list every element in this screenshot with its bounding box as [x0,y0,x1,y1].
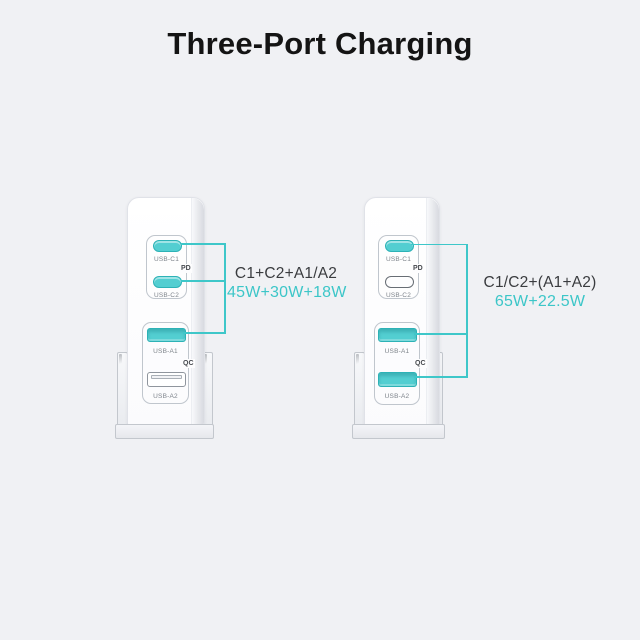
callout-vline [224,243,226,334]
combo-text: C1/C2+(A1+A2) [483,274,597,291]
callout-line-a1 [183,332,225,334]
callout-line-c1 [181,243,225,245]
pd-badge: PD [180,264,192,273]
callout-vline [466,243,468,378]
usb-a2-label: USB-A2 [153,393,178,400]
usb-a2-port [147,372,186,387]
usb-c2-port [385,276,414,288]
left-callout-text: C1+C2+A1/A2 45W+30W+18W [227,264,347,302]
usb-a1-port [147,328,186,342]
power-text: 65W+22.5W [494,293,586,310]
usb-c1-port [385,240,414,252]
usb-a-tongue [151,375,182,379]
usb-c1-label: USB-C1 [153,256,180,263]
usb-a2-port [378,372,417,387]
usb-c1-label: USB-C1 [385,256,412,263]
usb-a1-label: USB-A1 [384,348,410,355]
charger-side-face [191,198,204,430]
usb-c2-label: USB-C2 [385,292,412,299]
usb-c2-port [153,276,182,288]
cradle-base [352,424,445,439]
usb-a-panel: USB-A1 USB-A2 [142,322,189,404]
callout-line-c1 [411,243,467,245]
usb-c1-port [153,240,182,252]
combo-text: C1+C2+A1/A2 [234,265,338,282]
pd-badge: PD [412,264,424,273]
callout-line-a1 [414,333,467,335]
usb-a1-port [378,328,417,342]
page-title: Three-Port Charging [167,26,473,61]
charger-side-face [426,198,439,434]
charger-left-body [127,197,205,431]
usb-c-panel: USB-C1 USB-C2 [146,235,187,299]
cradle-base [115,424,214,439]
power-text: 45W+30W+18W [227,284,347,301]
right-callout-text: C1/C2+(A1+A2) 65W+22.5W [470,273,610,311]
charger-right-body [364,197,440,435]
qc-badge: QC [182,359,195,368]
callout-line-c2 [181,280,225,282]
qc-badge: QC [414,359,427,368]
usb-a1-label: USB-A1 [153,348,178,355]
usb-c2-label: USB-C2 [153,292,180,299]
callout-line-a2 [414,376,467,378]
usb-a2-label: USB-A2 [384,393,410,400]
